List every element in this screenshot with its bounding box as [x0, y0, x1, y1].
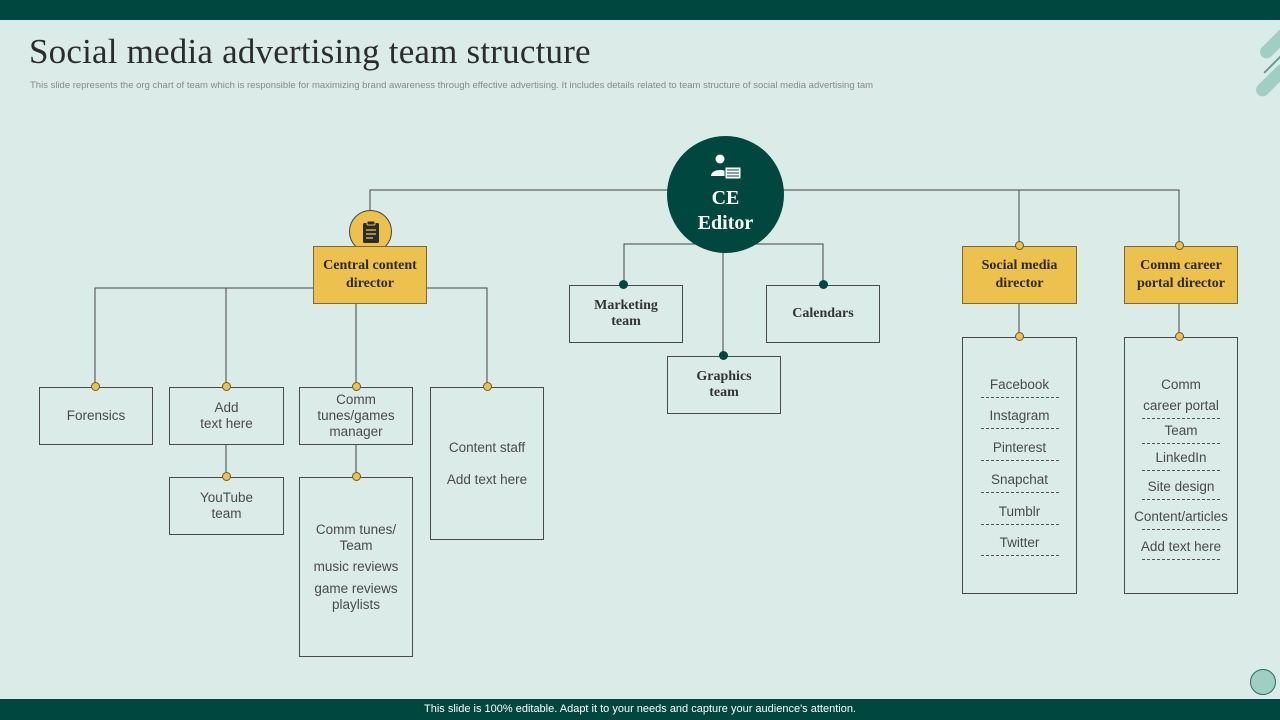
- central-director-line1: Central content: [323, 258, 417, 273]
- career-portal-director-box: Comm career portal director: [1124, 246, 1238, 304]
- list-item: Facebook: [963, 377, 1076, 392]
- social-media-list-box: Facebook Instagram Pinterest Snapchat Tu…: [962, 337, 1077, 594]
- add-text-line1: Add: [214, 400, 239, 415]
- marketing-line1: Marketing: [594, 298, 658, 313]
- connector-dot: [222, 382, 231, 391]
- graphics-team-box: Graphics team: [667, 356, 781, 414]
- social-director-line1: Social media: [981, 258, 1058, 273]
- connector-dot: [1175, 241, 1184, 250]
- youtube-line2: team: [211, 506, 242, 521]
- list-item: career portal: [1125, 398, 1237, 413]
- list-item: Content/articles: [1125, 509, 1237, 524]
- comm-details-line1: Comm tunes/: [315, 521, 397, 537]
- calendars-box: Calendars: [766, 285, 880, 343]
- comm-manager-line2: tunes/games: [317, 408, 395, 423]
- marketing-line2: team: [611, 314, 641, 329]
- list-item: Comm: [1161, 377, 1201, 392]
- content-staff-box: Content staff Add text here: [430, 387, 544, 540]
- list-item: Instagram: [963, 408, 1076, 423]
- career-director-line1: Comm career: [1140, 258, 1222, 273]
- comm-manager-box: Comm tunes/games manager: [299, 387, 413, 445]
- corner-circle-decoration: [1250, 669, 1276, 695]
- youtube-team-box: YouTube team: [169, 477, 284, 535]
- footer-bar: This slide is 100% editable. Adapt it to…: [0, 699, 1280, 720]
- ce-editor-node: CE Editor: [667, 136, 784, 253]
- list-item: Site design: [1125, 479, 1237, 494]
- connector-dot: [352, 472, 361, 481]
- clipboard-icon: [362, 220, 379, 243]
- connector-dot: [352, 382, 361, 391]
- content-staff-line2: Add text here: [446, 471, 528, 487]
- top-accent-bar: [0, 0, 1280, 20]
- add-text-line2: text here: [200, 416, 253, 431]
- career-portal-list-box: Comm career portal Team LinkedIn Site de…: [1124, 337, 1238, 594]
- marketing-team-box: Marketing team: [569, 285, 683, 343]
- list-item: Team: [1125, 423, 1237, 438]
- youtube-line1: YouTube: [199, 490, 254, 505]
- presenter-board-icon: [710, 154, 741, 179]
- list-item: Tumblr: [963, 504, 1076, 519]
- forensics-box: Forensics: [39, 387, 153, 445]
- connector-dot: [1175, 332, 1184, 341]
- comm-details-line4: game reviews: [314, 580, 398, 596]
- connector-dot: [819, 280, 828, 289]
- calendars-label: Calendars: [792, 306, 854, 321]
- connector-dot: [1015, 241, 1024, 250]
- graphics-line1: Graphics: [696, 369, 752, 384]
- page-subtitle: This slide represents the org chart of t…: [30, 80, 874, 91]
- content-staff-line1: Content staff: [448, 439, 526, 455]
- list-item: Twitter: [963, 535, 1076, 550]
- comm-manager-line3: manager: [329, 424, 383, 439]
- comm-details-line2: Team: [339, 537, 373, 553]
- ce-editor-line1: CE: [711, 186, 740, 209]
- list-item: Pinterest: [963, 440, 1076, 455]
- career-director-line2: portal director: [1137, 276, 1225, 291]
- add-text-box: Add text here: [169, 387, 284, 445]
- graphics-line2: team: [709, 385, 739, 400]
- comm-manager-line1: Comm: [336, 392, 376, 407]
- connector-dot: [619, 280, 628, 289]
- page-title: Social media advertising team structure: [29, 32, 591, 71]
- connector-dot: [222, 472, 231, 481]
- list-item: LinkedIn: [1125, 450, 1237, 465]
- comm-details-box: Comm tunes/ Team music reviews game revi…: [299, 477, 413, 657]
- connector-dot: [1015, 332, 1024, 341]
- social-director-line2: director: [995, 276, 1044, 291]
- connector-dot: [483, 382, 492, 391]
- list-item: Snapchat: [963, 472, 1076, 487]
- social-media-director-box: Social media director: [962, 246, 1077, 304]
- comm-details-line3: music reviews: [313, 558, 399, 574]
- comm-details-line5: playlists: [331, 596, 380, 612]
- central-content-director-box: Central content director: [313, 246, 427, 304]
- ce-editor-line2: Editor: [697, 211, 754, 234]
- connector-dot: [91, 382, 100, 391]
- list-item: Add text here: [1125, 539, 1237, 554]
- central-director-line2: director: [346, 276, 394, 291]
- connector-dot: [719, 351, 728, 360]
- forensics-label: Forensics: [66, 408, 126, 423]
